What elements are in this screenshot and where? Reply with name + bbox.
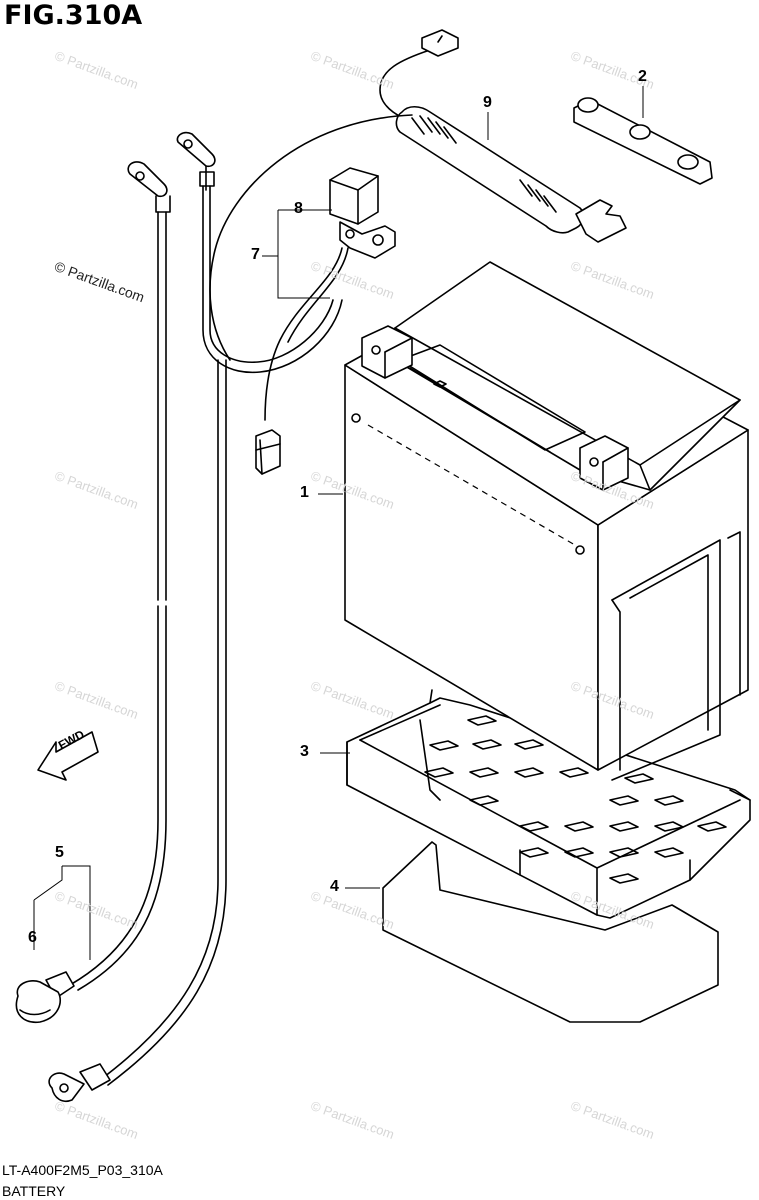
terminal-cover-drawing	[573, 97, 713, 185]
positive-cable-drawing	[48, 131, 343, 1103]
callout-3: 3	[300, 743, 309, 760]
relay-assembly-drawing	[255, 167, 396, 475]
figure-title: FIG.310A	[4, 0, 143, 31]
battery-drawing	[344, 261, 749, 781]
fwd-arrow-icon	[37, 731, 99, 781]
leader-lines	[33, 86, 644, 960]
figure-code: LT-A400F2M5_P03_310A	[2, 1162, 163, 1178]
fuse-harness-drawing	[209, 29, 627, 361]
callout-6: 6	[28, 929, 37, 946]
callout-2: 2	[638, 68, 647, 85]
battery-tray-drawing	[346, 689, 751, 919]
battery-pad-drawing	[382, 841, 719, 1023]
negative-cable-drawing	[15, 161, 171, 1023]
callout-7: 7	[251, 246, 260, 263]
figure-caption: BATTERY	[2, 1183, 66, 1199]
callout-4: 4	[330, 878, 339, 895]
callout-9: 9	[483, 94, 492, 111]
callout-5: 5	[55, 844, 64, 861]
tray-slots	[424, 715, 727, 884]
callout-1: 1	[300, 484, 309, 501]
callout-8: 8	[294, 200, 303, 217]
